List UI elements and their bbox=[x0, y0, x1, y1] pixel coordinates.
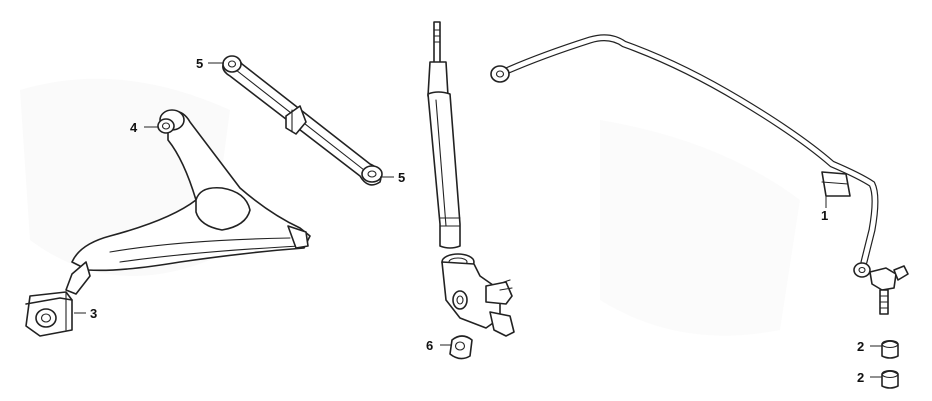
callout-3: 3 bbox=[90, 306, 97, 321]
shock-absorber bbox=[427, 21, 461, 249]
leader-lines bbox=[74, 62, 882, 378]
steering-knuckle bbox=[441, 253, 515, 360]
trailing-link bbox=[222, 55, 383, 186]
callout-5-top: 5 bbox=[196, 56, 203, 71]
lower-control-arm bbox=[65, 109, 311, 295]
callout-2-lower: 2 bbox=[857, 370, 864, 385]
drop-link bbox=[869, 265, 909, 315]
callout-5-bottom: 5 bbox=[398, 170, 405, 185]
callout-2-upper: 2 bbox=[857, 339, 864, 354]
callout-6: 6 bbox=[426, 338, 433, 353]
anti-roll-bar bbox=[490, 34, 879, 278]
link-bushing-lower bbox=[881, 369, 899, 389]
background-wash bbox=[20, 78, 800, 336]
arm-bushing-block bbox=[25, 291, 73, 337]
callout-1: 1 bbox=[821, 208, 828, 223]
callout-4: 4 bbox=[130, 120, 138, 135]
link-bushing-upper bbox=[881, 339, 899, 359]
